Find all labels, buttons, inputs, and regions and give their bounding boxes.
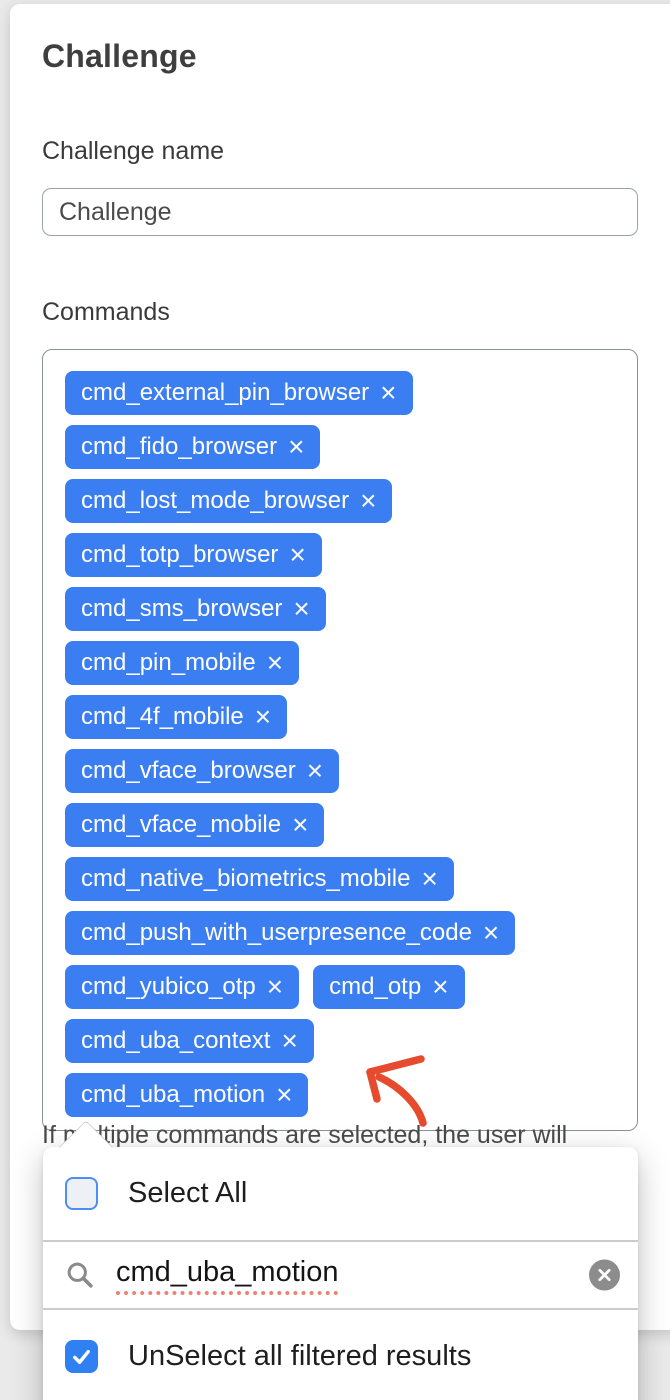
command-chip[interactable]: cmd_totp_browser × <box>65 533 322 577</box>
command-chip-label: cmd_push_with_userpresence_code <box>81 919 472 946</box>
search-icon <box>67 1262 93 1288</box>
challenge-name-label: Challenge name <box>42 137 225 165</box>
command-chip[interactable]: cmd_sms_browser × <box>65 587 326 631</box>
search-input-value: cmd_uba_motion <box>116 1256 339 1295</box>
chip-row: cmd_yubico_otp × cmd_otp × <box>65 965 619 1009</box>
chip-row: cmd_vface_mobile × <box>65 803 619 847</box>
clear-search-button[interactable] <box>589 1259 620 1291</box>
command-chip[interactable]: cmd_yubico_otp × <box>65 965 300 1009</box>
command-chip[interactable]: cmd_native_biometrics_mobile × <box>65 857 454 901</box>
checkmark-icon <box>73 1349 90 1364</box>
chip-remove-icon[interactable]: × <box>266 971 284 1002</box>
search-input[interactable]: cmd_uba_motion <box>116 1256 339 1295</box>
chip-remove-icon[interactable]: × <box>482 917 500 948</box>
command-chip-label: cmd_fido_browser <box>81 433 278 460</box>
dropdown-search-field[interactable]: cmd_uba_motion <box>43 1242 638 1308</box>
chip-row: cmd_lost_mode_browser × <box>65 479 619 523</box>
commands-dropdown-panel: Select All cmd_uba_motion UnSelect all f… <box>43 1120 638 1400</box>
command-chip-label: cmd_lost_mode_browser <box>81 487 350 514</box>
commands-multiselect[interactable]: cmd_external_pin_browser×cmd_fido_browse… <box>42 349 638 1131</box>
command-chip[interactable]: cmd_lost_mode_browser × <box>65 479 393 523</box>
unselect-all-filtered-option[interactable]: UnSelect all filtered results <box>43 1310 638 1400</box>
chip-row: cmd_uba_context × <box>65 1019 619 1063</box>
command-chip-label: cmd_native_biometrics_mobile <box>81 865 411 892</box>
command-chip[interactable]: cmd_push_with_userpresence_code × <box>65 911 516 955</box>
command-chip-label: cmd_totp_browser <box>81 541 279 568</box>
command-chip-label: cmd_uba_motion <box>81 1081 266 1108</box>
chip-row: cmd_uba_motion × <box>65 1073 619 1117</box>
command-chip[interactable]: cmd_external_pin_browser × <box>65 371 413 415</box>
command-chip-label: cmd_4f_mobile <box>81 703 244 730</box>
command-chip-label: cmd_sms_browser <box>81 595 283 622</box>
chip-row: cmd_fido_browser × <box>65 425 619 469</box>
command-chip-label: cmd_vface_mobile <box>81 811 282 838</box>
chip-remove-icon[interactable]: × <box>288 431 305 462</box>
chip-row: cmd_vface_browser × <box>65 749 619 793</box>
chip-remove-icon[interactable]: × <box>360 485 377 516</box>
commands-helper-text: If multiple commands are selected, the u… <box>42 1121 568 1149</box>
commands-label: Commands <box>42 298 170 326</box>
chip-remove-icon[interactable]: × <box>306 755 324 786</box>
chip-row: cmd_external_pin_browser × <box>65 371 619 415</box>
command-chip[interactable]: cmd_pin_mobile × <box>65 641 300 685</box>
command-chip[interactable]: cmd_fido_browser × <box>65 425 321 469</box>
page-title: Challenge <box>42 38 197 74</box>
chip-row: cmd_pin_mobile × <box>65 641 619 685</box>
unselect-all-filtered-checkbox[interactable] <box>65 1339 98 1373</box>
divider <box>43 1240 638 1242</box>
chip-row: cmd_push_with_userpresence_code × <box>65 911 619 955</box>
command-chip-label: cmd_external_pin_browser <box>81 379 370 406</box>
chip-row: cmd_totp_browser × <box>65 533 619 577</box>
command-chip-label: cmd_uba_context <box>81 1027 271 1054</box>
chip-row: cmd_native_biometrics_mobile × <box>65 857 619 901</box>
chip-remove-icon[interactable]: × <box>276 1079 293 1110</box>
command-chip[interactable]: cmd_uba_context × <box>65 1019 314 1063</box>
chip-remove-icon[interactable]: × <box>380 377 397 408</box>
challenge-name-input[interactable]: Challenge <box>42 188 638 236</box>
chip-remove-icon[interactable]: × <box>254 701 272 732</box>
command-chip-label: cmd_yubico_otp <box>81 973 256 1000</box>
command-chip[interactable]: cmd_uba_motion × <box>65 1073 309 1117</box>
chip-remove-icon[interactable]: × <box>293 593 310 624</box>
chip-remove-icon[interactable]: × <box>289 539 306 570</box>
chip-remove-icon[interactable]: × <box>421 863 438 894</box>
command-chip[interactable]: cmd_4f_mobile × <box>65 695 288 739</box>
chip-remove-icon[interactable]: × <box>432 971 449 1002</box>
challenge-card: Challenge Challenge name Challenge Comma… <box>10 4 670 1330</box>
command-chip[interactable]: cmd_vface_mobile × <box>65 803 325 847</box>
challenge-name-value: Challenge <box>59 197 172 226</box>
chip-remove-icon[interactable]: × <box>266 647 284 678</box>
select-all-label: Select All <box>128 1177 248 1209</box>
command-chip-label: cmd_vface_browser <box>81 757 296 784</box>
chip-remove-icon[interactable]: × <box>281 1025 298 1056</box>
divider <box>43 1308 638 1310</box>
command-chip[interactable]: cmd_otp × <box>313 965 465 1009</box>
command-chip-label: cmd_otp <box>329 973 422 1000</box>
command-chip[interactable]: cmd_vface_browser × <box>65 749 340 793</box>
close-icon <box>598 1268 611 1282</box>
select-all-option[interactable]: Select All <box>43 1147 638 1240</box>
unselect-all-filtered-label: UnSelect all filtered results <box>128 1339 472 1372</box>
chip-remove-icon[interactable]: × <box>292 809 309 840</box>
chip-row: cmd_4f_mobile × <box>65 695 619 739</box>
chip-row: cmd_sms_browser × <box>65 587 619 631</box>
command-chip-label: cmd_pin_mobile <box>81 649 256 676</box>
select-all-checkbox[interactable] <box>65 1177 98 1210</box>
